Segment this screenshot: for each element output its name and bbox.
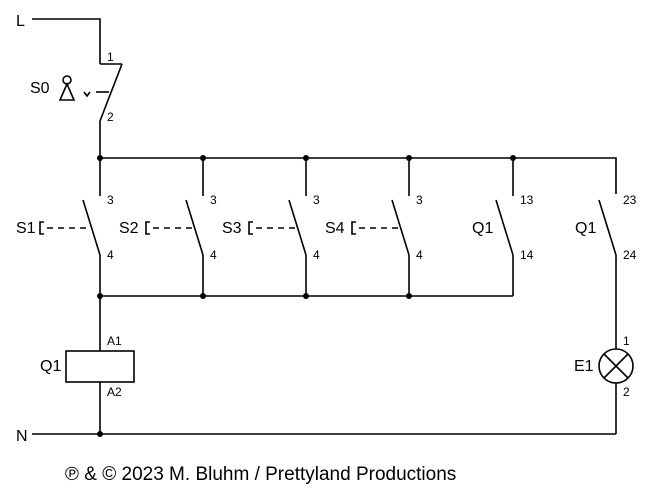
junction-dot [200,293,206,299]
lamp-pin-2: 2 [623,385,630,399]
s0-pin-1: 1 [107,50,114,64]
q1-pin-14: 14 [520,248,534,262]
switch-s1: S1 3 4 [16,158,114,296]
s2-pin-4: 4 [210,248,217,262]
q1-pin-24: 24 [623,248,637,262]
switch-s2: S2 3 4 [119,158,217,296]
s4-pin-3: 3 [416,193,423,207]
line-rail: L [16,13,101,64]
s4-label: S4 [325,220,345,237]
top-bus [100,157,617,194]
coil-label: Q1 [40,358,61,375]
s2-label: S2 [119,220,139,237]
coil-pin-a1: A1 [107,334,122,348]
q1-pin-13: 13 [520,193,534,207]
q1-contact-label: Q1 [472,220,493,237]
contact-q1-13-14: Q1 13 14 [472,158,534,296]
contact-q1-23-24: Q1 23 24 [575,193,637,349]
coil-q1: Q1 A1 A2 [40,296,135,434]
neutral-rail: N [16,428,616,445]
copyright-notice: ℗ & © 2023 M. Bluhm / Prettyland Product… [65,464,456,485]
s1-pin-4: 4 [107,248,114,262]
junction-dot [406,293,412,299]
lamp-label: E1 [574,358,594,375]
s3-pin-3: 3 [313,193,320,207]
s0-label: S0 [30,80,50,97]
q1-pin-23: 23 [623,193,637,207]
s1-label: S1 [16,220,36,237]
neutral-rail-label: N [16,428,28,445]
lamp-e1: E1 1 2 [574,334,634,434]
lamp-pin-1: 1 [623,334,630,348]
switch-s0: 1 2 S0 [30,50,123,158]
q1-contact-label-2: Q1 [575,220,596,237]
switch-s3: S3 3 4 [222,158,320,296]
s4-pin-4: 4 [416,248,423,262]
s3-pin-4: 4 [313,248,320,262]
coil-pin-a2: A2 [107,385,122,399]
switch-s4: S4 3 4 [325,158,423,296]
s2-pin-3: 3 [210,193,217,207]
line-rail-label: L [16,13,25,30]
key-operator-icon [58,75,76,101]
junction-dot [303,293,309,299]
coil-symbol [65,350,135,383]
s0-pin-2: 2 [107,110,114,124]
s3-label: S3 [222,220,242,237]
s1-pin-3: 3 [107,193,114,207]
junction-dot [97,431,103,437]
lamp-icon [598,348,634,384]
